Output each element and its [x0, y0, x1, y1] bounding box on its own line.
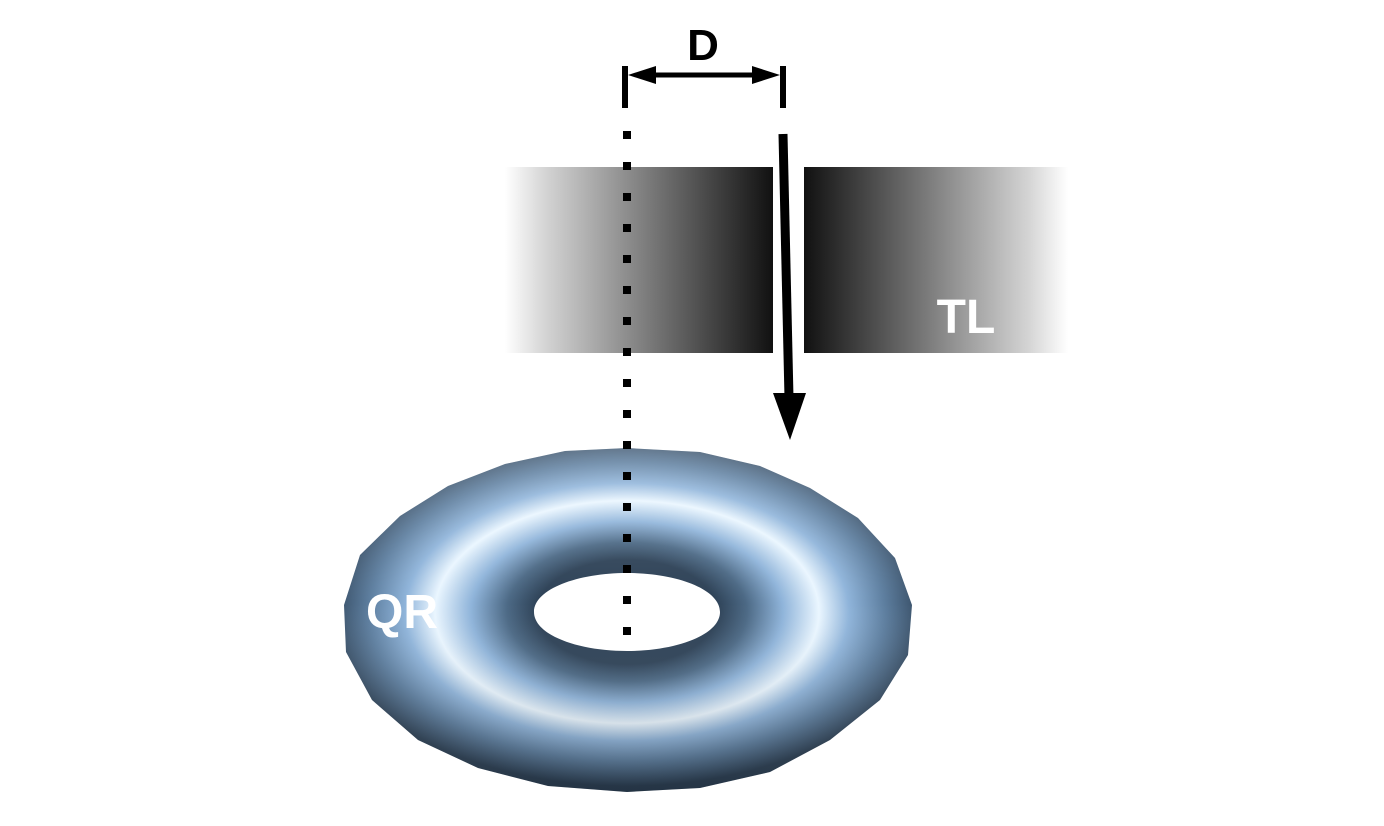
tunnel-label: TL	[937, 291, 996, 344]
quantum-ring	[344, 448, 912, 792]
trajectory-arrow	[773, 133, 806, 440]
distance-label: D	[687, 21, 719, 70]
ring-label: QR	[366, 586, 438, 639]
distance-dimension	[622, 66, 786, 108]
tunnel-right-block	[804, 167, 1068, 353]
tunnel-left-block	[505, 167, 773, 353]
